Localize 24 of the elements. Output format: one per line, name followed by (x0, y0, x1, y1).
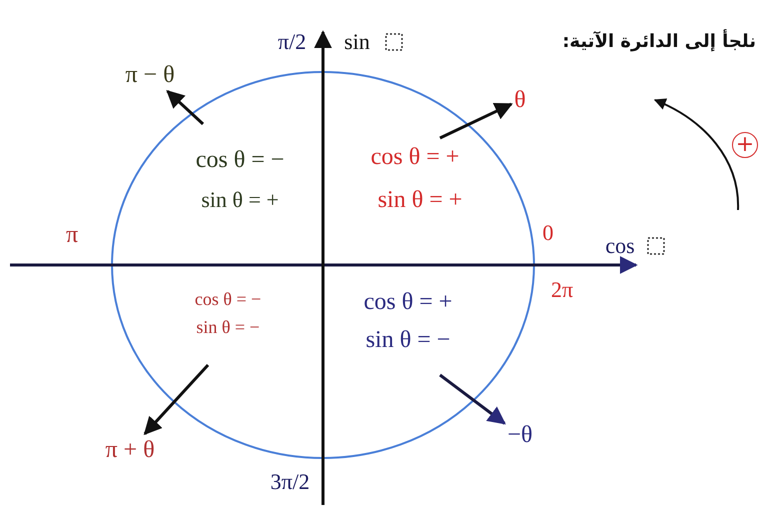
angle-label: π − θ (125, 62, 175, 88)
arrow (166, 90, 204, 126)
angle-label: 2π (550, 278, 574, 302)
sign-rule: cos θ = + (364, 288, 452, 316)
angle-label: θ (514, 86, 526, 114)
angle-label: 3π/2 (270, 470, 310, 494)
angle-label: π + θ (105, 436, 155, 464)
sign-rule: sin θ = − (196, 318, 260, 338)
axis-label: sin (344, 30, 370, 54)
sign-rule: cos θ = − (194, 290, 262, 310)
arrow (439, 102, 513, 140)
arrow (144, 364, 210, 436)
arrow (439, 374, 506, 425)
angle-label: 0 (542, 220, 554, 246)
sign-rule: sin θ = + (201, 188, 279, 212)
sign-rule: cos θ = − (196, 146, 284, 174)
circled-plus-sign: + (732, 132, 758, 158)
sign-rule: cos θ = + (370, 144, 460, 170)
sign-rule: sin θ = + (378, 186, 462, 214)
angle-label: π/2 (278, 30, 306, 54)
sign-rule: sin θ = − (366, 326, 450, 354)
axis-label: cos (605, 234, 635, 258)
angle-label: −θ (507, 422, 533, 448)
angle-label: π (66, 222, 78, 248)
